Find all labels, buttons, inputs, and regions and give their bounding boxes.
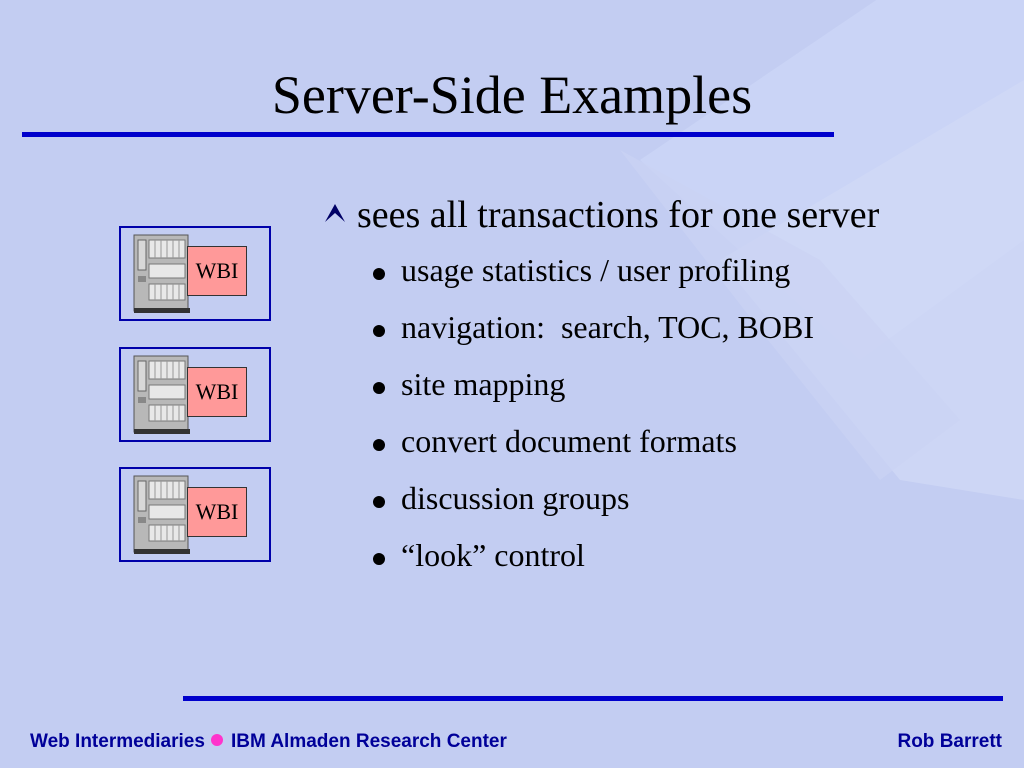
sub-bullet: site mapping [323, 356, 1013, 413]
footer-author: Rob Barrett [897, 731, 1002, 752]
bullet-list: sees all transactions for one server usa… [323, 190, 1013, 584]
bullet-dot-icon [373, 553, 385, 565]
sub-bullet: usage statistics / user profiling [323, 242, 1013, 299]
wbi-label-box: WBI [187, 487, 247, 537]
server-tower-icon [133, 234, 190, 313]
sub-bullet-text: “look” control [401, 537, 585, 573]
title-underline [22, 132, 834, 137]
sub-bullet-text: usage statistics / user profiling [401, 252, 791, 288]
bullet-dot-icon [373, 382, 385, 394]
slide-title: Server-Side Examples [271, 65, 753, 125]
server-frame-3: WBI [119, 467, 271, 562]
bullet-dot-icon [373, 325, 385, 337]
footer-organization: IBM Almaden Research Center [230, 731, 507, 752]
footer-left: Web Intermediaries IBM Almaden Research C… [30, 731, 507, 753]
sub-bullet: discussion groups [323, 470, 1013, 527]
bullet-dot-icon [373, 439, 385, 451]
sub-bullet-text: convert document formats [401, 423, 737, 459]
server-tower-icon [133, 355, 190, 434]
wbi-label-box: WBI [187, 246, 247, 296]
wbi-label-box: WBI [187, 367, 247, 417]
footer-rule [183, 696, 1003, 701]
sub-bullet-list: usage statistics / user profiling naviga… [323, 242, 1013, 584]
server-frame-1: WBI [119, 226, 271, 321]
footer-dot-icon [210, 733, 223, 746]
sub-bullet: navigation: search, TOC, BOBI [323, 299, 1013, 356]
server-frame-2: WBI [119, 347, 271, 442]
sub-bullet: convert document formats [323, 413, 1013, 470]
sub-bullet: “look” control [323, 527, 1013, 584]
server-tower-icon [133, 475, 190, 554]
bullet-dot-icon [373, 268, 385, 280]
main-bullet-text: sees all transactions for one server [357, 194, 880, 236]
triangle-marker-icon [325, 204, 345, 222]
sub-bullet-text: discussion groups [401, 480, 630, 516]
bullet-dot-icon [373, 496, 385, 508]
sub-bullet-text: navigation: search, TOC, BOBI [401, 309, 814, 345]
footer-project-name: Web Intermediaries [30, 731, 205, 752]
main-bullet: sees all transactions for one server [323, 190, 1013, 240]
sub-bullet-text: site mapping [401, 366, 566, 402]
